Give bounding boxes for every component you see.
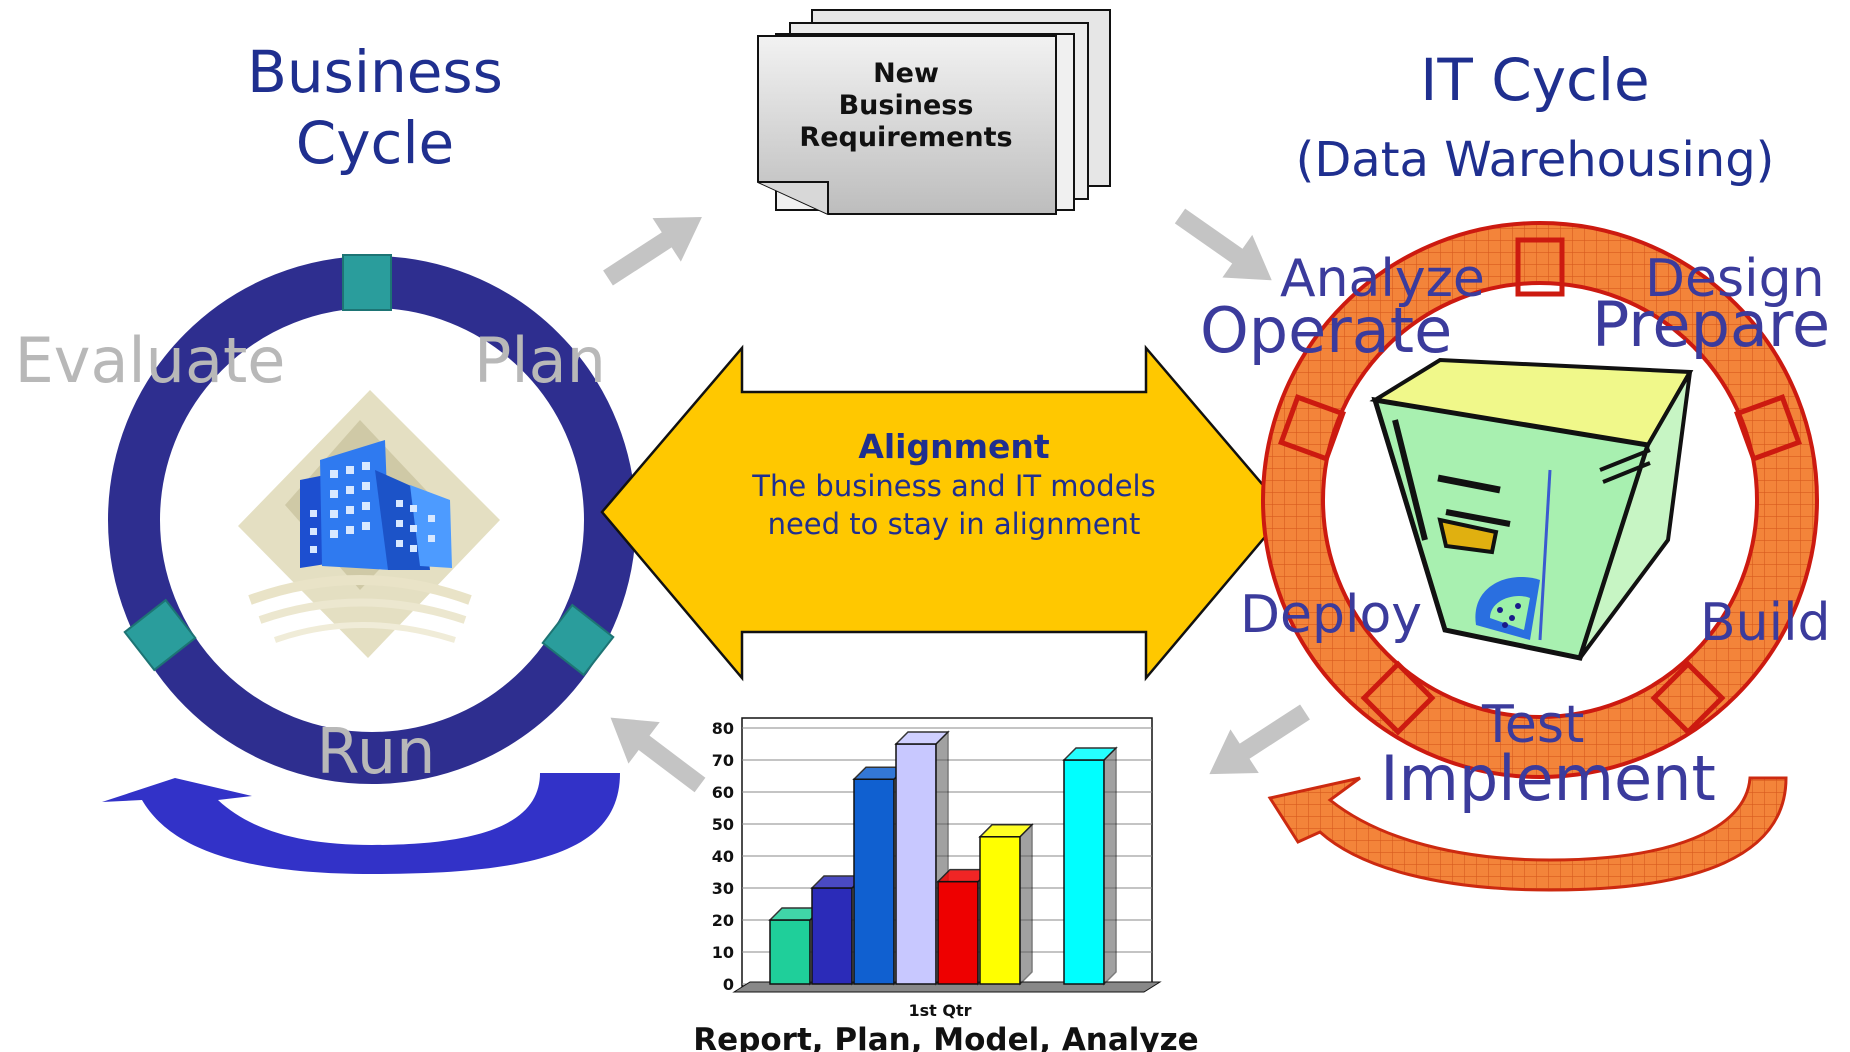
chart-bars	[768, 730, 1118, 986]
business-label-plan: Plan	[474, 324, 606, 397]
it-label-prepare: Prepare	[1592, 288, 1830, 361]
it-label-analyze: Analyze	[1280, 249, 1485, 309]
it-cycle-return-arrow	[1267, 776, 1788, 892]
it-label-test: Test	[1481, 695, 1584, 755]
server-computer-icon	[1369, 357, 1694, 661]
report-bar-chart: 0 10 20 30 40 50 60 70 80 1st Qtr	[712, 717, 1162, 1020]
chart-y-tick-label: 10	[712, 943, 734, 962]
arrow-to-requirements-icon	[603, 217, 702, 286]
business-cycle-return-arrow	[102, 773, 620, 874]
it-label-implement: Implement	[1380, 742, 1716, 815]
business-title-line2: Cycle	[296, 109, 455, 177]
business-label-run: Run	[317, 715, 436, 788]
alignment-line1: The business and IT models	[751, 469, 1155, 503]
business-title-line1: Business	[247, 38, 503, 106]
report-caption: Report, Plan, Model, Analyze	[693, 1022, 1198, 1052]
it-label-operate: Operate	[1200, 294, 1452, 367]
it-label-build: Build	[1700, 593, 1831, 653]
requirements-document-stack	[757, 9, 1111, 215]
chart-y-tick-label: 20	[712, 911, 734, 930]
flow-arrows	[603, 208, 1310, 793]
arrow-to-it-cycle-icon	[1174, 208, 1272, 281]
alignment-line2: need to stay in alignment	[768, 507, 1141, 541]
it-title-line1: IT Cycle	[1420, 46, 1649, 114]
requirements-line3: Requirements	[799, 122, 1012, 153]
it-label-deploy: Deploy	[1240, 585, 1422, 645]
chart-bar	[978, 822, 1034, 986]
arrow-to-business-cycle-icon	[610, 717, 706, 793]
alignment-title: Alignment	[858, 427, 1050, 466]
chart-y-tick-labels: 0 10 20 30 40 50 60 70 80	[712, 719, 734, 994]
requirements-line1: New	[873, 58, 939, 89]
it-label-design: Design	[1645, 249, 1825, 309]
chart-x-category-label: 1st Qtr	[908, 1001, 971, 1020]
business-label-evaluate: Evaluate	[15, 324, 286, 397]
it-cycle-labels: Analyze Design Operate Prepare Deploy Bu…	[1200, 249, 1831, 755]
chart-y-tick-label: 40	[712, 847, 734, 866]
chart-y-tick-label: 0	[723, 975, 734, 994]
chart-y-tick-label: 30	[712, 879, 734, 898]
chart-bar	[1062, 746, 1118, 986]
it-cycle-ring	[1261, 221, 1819, 779]
chart-y-tick-label: 80	[712, 719, 734, 738]
chart-y-tick-label: 60	[712, 783, 734, 802]
chart-y-tick-label: 50	[712, 815, 734, 834]
office-building-icon	[238, 390, 500, 658]
chart-y-tick-label: 70	[712, 751, 734, 770]
it-title-line2: (Data Warehousing)	[1296, 132, 1775, 188]
arrow-to-report-icon	[1209, 704, 1310, 775]
requirements-line2: Business	[839, 90, 974, 121]
